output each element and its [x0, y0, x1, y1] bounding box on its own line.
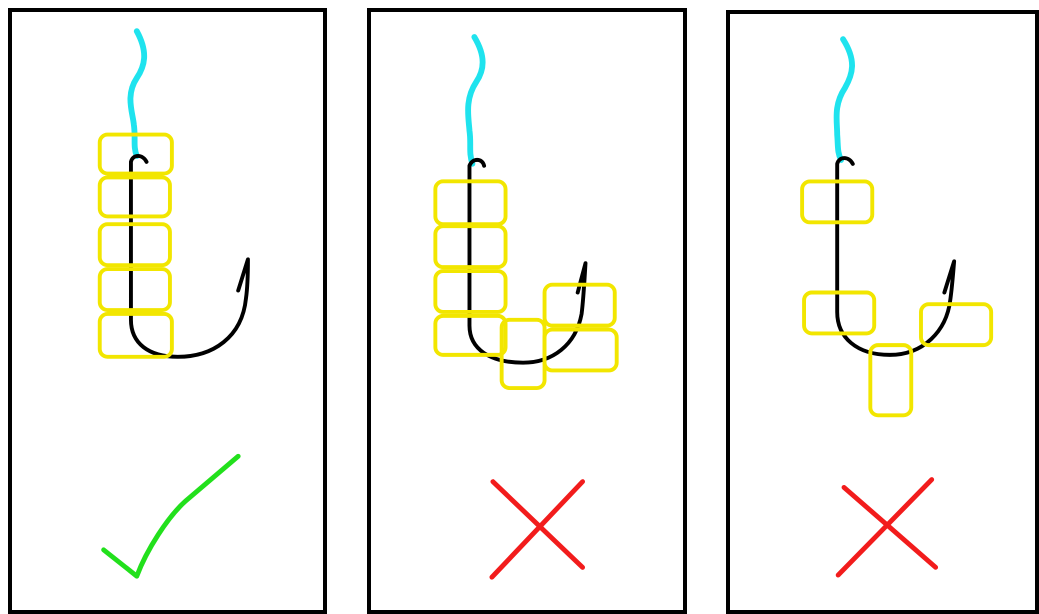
- bait-piece: [100, 269, 170, 310]
- hook-shape: [469, 160, 585, 363]
- bait-piece: [100, 224, 170, 265]
- checkmark-icon: [104, 456, 239, 576]
- bait-piece: [545, 330, 617, 371]
- fishing-line: [468, 37, 483, 164]
- hook-shape: [837, 158, 954, 355]
- hook-panel-incorrect-sparse: [726, 10, 1039, 614]
- hook-diagram: [12, 12, 323, 610]
- bait-piece: [100, 177, 170, 216]
- cross-icon: [492, 482, 583, 578]
- fishing-line: [130, 31, 144, 156]
- hook-shape: [131, 156, 248, 357]
- hook-diagram: [730, 14, 1035, 610]
- cross-icon: [838, 480, 935, 575]
- fishing-line: [837, 39, 853, 160]
- bait-piece: [502, 320, 545, 388]
- hook-panel-correct: [8, 8, 327, 614]
- hook-diagram: [371, 12, 683, 610]
- hook-panel-incorrect-overloaded: [367, 8, 687, 614]
